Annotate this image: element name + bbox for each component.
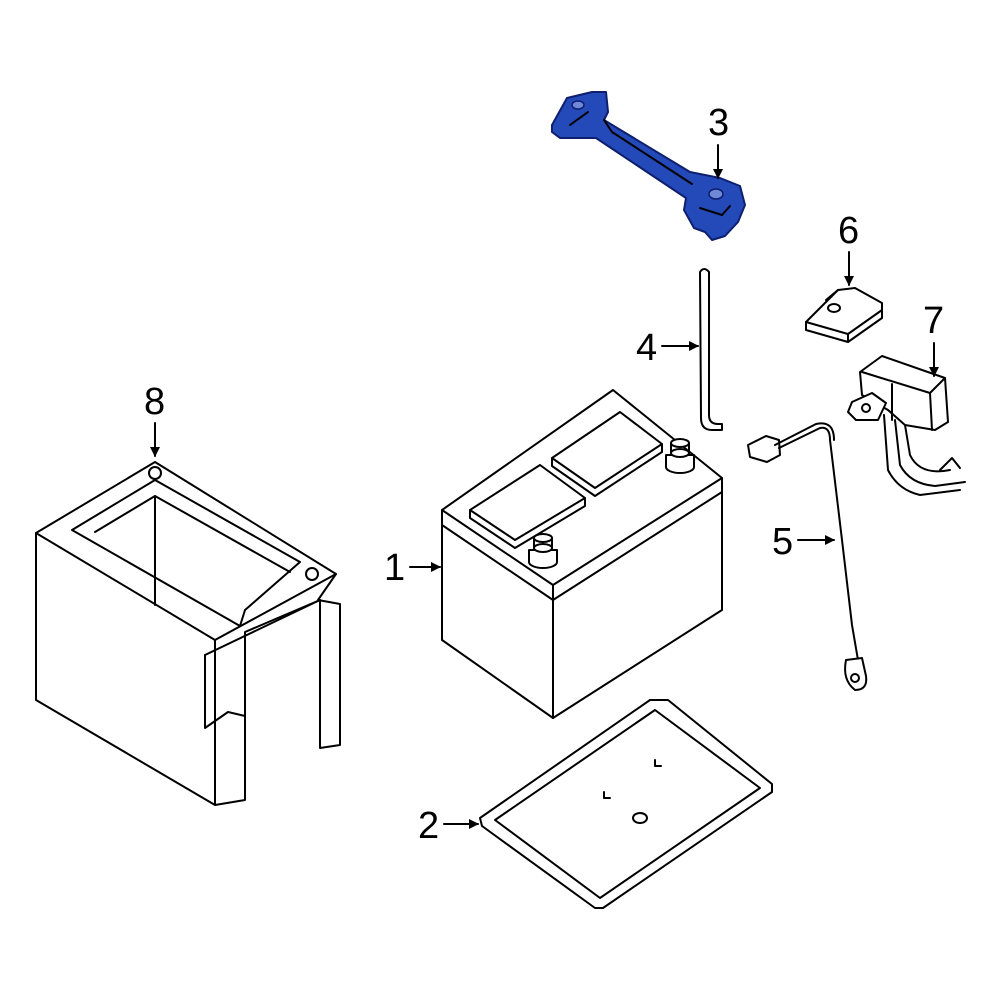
callout-label-1: 1: [384, 547, 405, 589]
callout-3: 3: [708, 102, 729, 179]
terminal-cover-part-6[interactable]: [805, 287, 883, 343]
callout-7: 7: [923, 300, 944, 377]
callout-6: 6: [838, 210, 859, 286]
hold-down-bracket-part-3[interactable]: [551, 91, 746, 241]
battery-part-1[interactable]: [441, 389, 723, 719]
callout-2: 2: [418, 805, 479, 847]
callout-label-6: 6: [838, 210, 859, 252]
battery-tray-part-2[interactable]: [479, 699, 773, 909]
callout-5: 5: [772, 521, 835, 563]
fuse-block-part-7[interactable]: [847, 355, 966, 496]
callout-label-2: 2: [418, 805, 439, 847]
battery-terminal-positive: [665, 438, 695, 474]
callout-1: 1: [384, 547, 441, 589]
j-bolt-rod-part-4[interactable]: [699, 268, 723, 431]
callout-4: 4: [636, 327, 699, 369]
callout-label-3: 3: [708, 102, 729, 144]
battery-terminal-negative: [528, 533, 558, 569]
callout-label-7: 7: [923, 300, 944, 342]
callout-8: 8: [144, 381, 165, 457]
callout-label-5: 5: [772, 521, 793, 563]
callout-label-8: 8: [144, 381, 165, 423]
ground-cable-part-5[interactable]: [747, 422, 868, 691]
battery-cover-part-8[interactable]: [35, 461, 341, 806]
callout-label-4: 4: [636, 327, 657, 369]
